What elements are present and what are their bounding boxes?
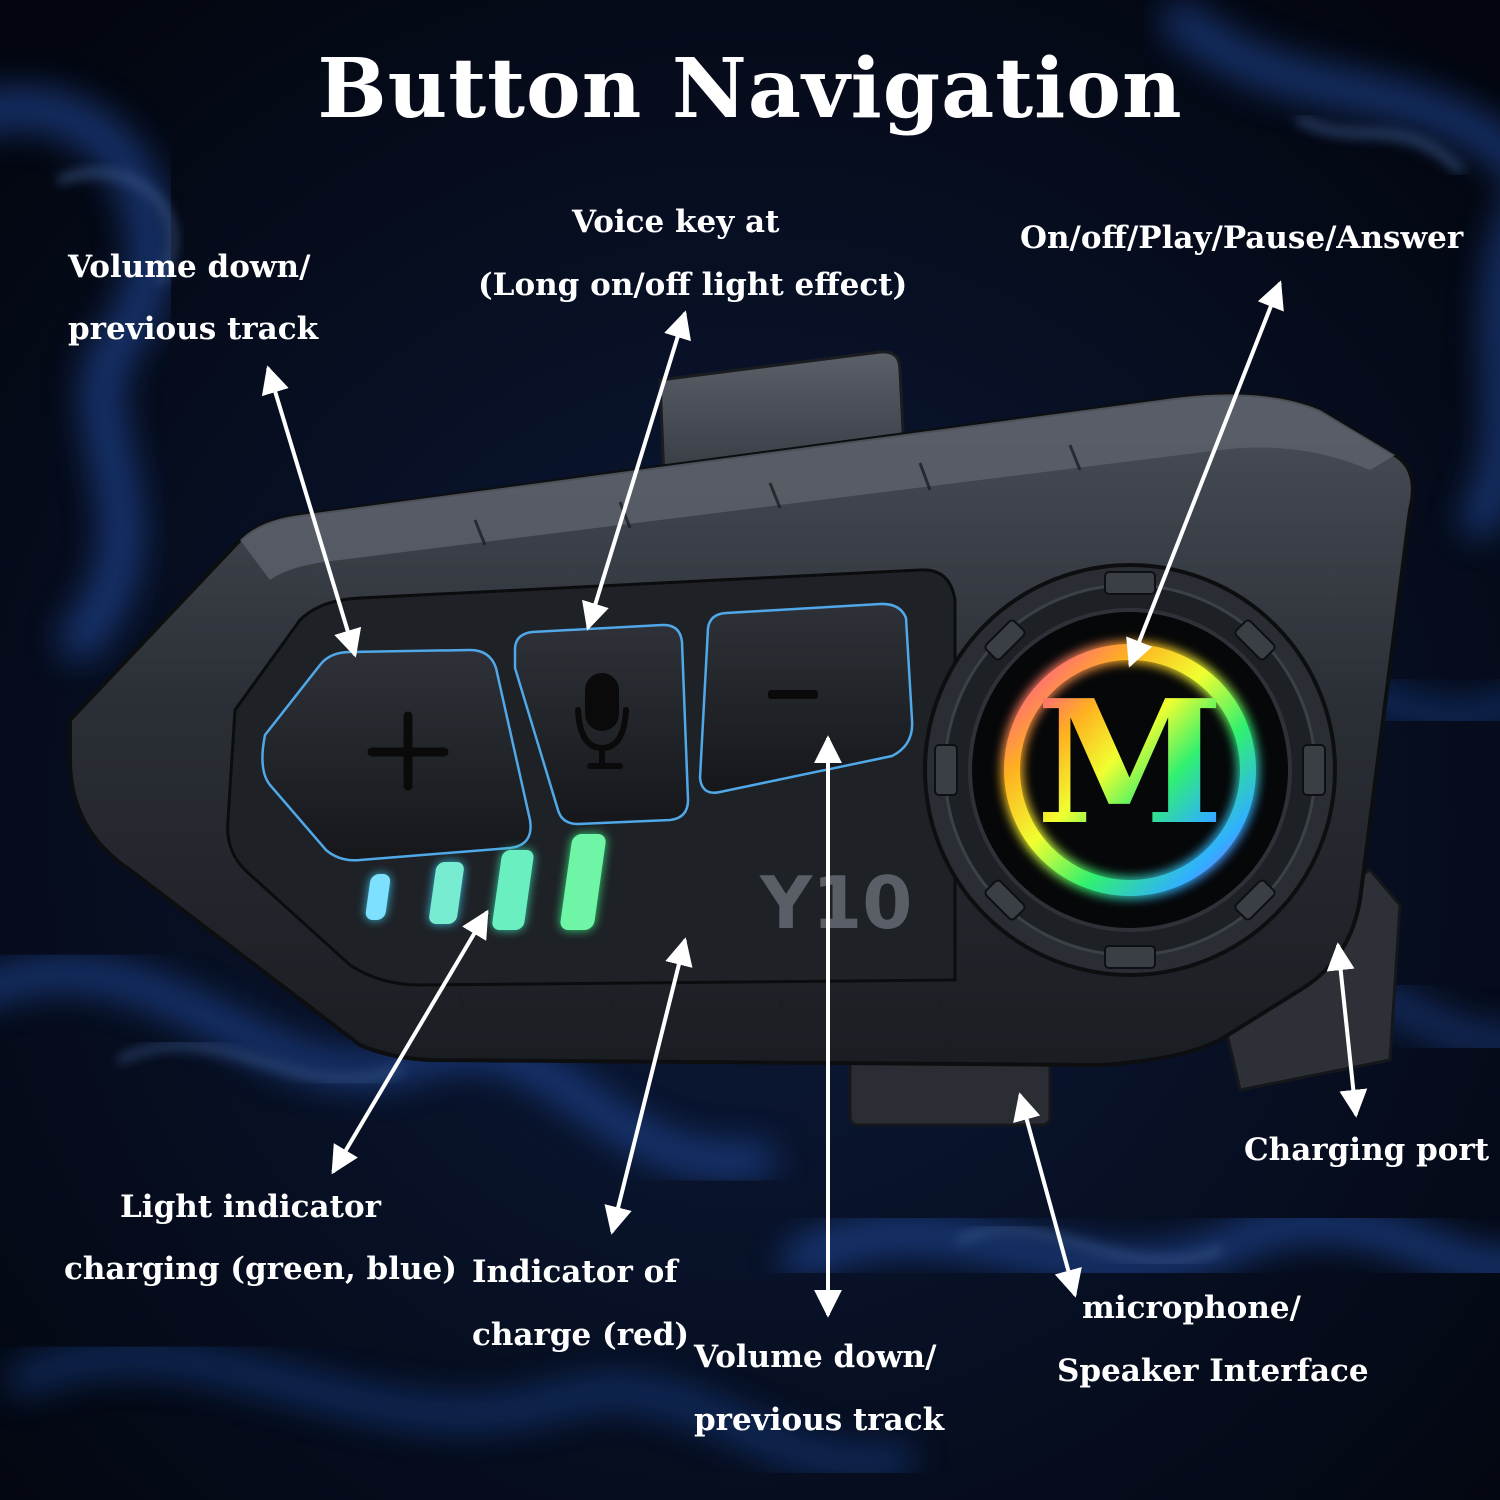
arrow-charge-indicator xyxy=(604,937,693,1235)
power-button[interactable]: M xyxy=(923,563,1337,977)
led-bar-4 xyxy=(560,834,606,930)
arrow-charging-port xyxy=(1326,942,1368,1118)
label-top-left-line1: Volume down/ xyxy=(68,249,311,285)
model-label: Y10 xyxy=(759,861,912,945)
led-indicators xyxy=(365,834,606,930)
label-bottom-volume-line2: previous track xyxy=(694,1402,945,1438)
led-bar-1 xyxy=(365,874,391,920)
label-light-indicator-line1: Light indicator xyxy=(120,1189,381,1225)
volume-up-button[interactable] xyxy=(261,648,532,862)
arrow-volume-up xyxy=(261,365,362,658)
arrow-mic-interface xyxy=(1013,1092,1082,1298)
label-charging-port: Charging port xyxy=(1244,1132,1490,1168)
label-charge-indicator-line1: Indicator of xyxy=(472,1254,678,1290)
label-power: On/off/Play/Pause/Answer xyxy=(1020,220,1464,256)
logo-icon: M xyxy=(1036,663,1224,863)
label-bottom-volume-line1: Volume down/ xyxy=(694,1339,937,1375)
callout-arrows xyxy=(261,280,1368,1318)
label-charge-indicator-line2: charge (red) xyxy=(472,1317,690,1353)
voice-key-button[interactable] xyxy=(513,623,690,826)
intercom-device: Y10 M xyxy=(68,350,1415,1127)
volume-down-button[interactable] xyxy=(698,602,914,794)
minus-icon xyxy=(768,690,818,699)
page-title: Button Navigation xyxy=(317,41,1183,137)
led-bar-3 xyxy=(492,850,534,930)
arrow-power xyxy=(1126,280,1284,668)
label-voice-key-line1: Voice key at xyxy=(572,204,780,240)
label-mic-interface-line1: microphone/ xyxy=(1082,1290,1301,1326)
label-voice-key-line2: (Long on/off light effect) xyxy=(478,267,908,303)
label-top-left-line2: previous track xyxy=(68,311,319,347)
led-bar-2 xyxy=(429,862,464,924)
arrow-voice-key xyxy=(582,310,691,631)
arrow-light-indicator xyxy=(331,909,489,1175)
label-mic-interface-line2: Speaker Interface xyxy=(1057,1353,1369,1389)
plus-icon xyxy=(367,711,449,791)
label-light-indicator-line2: charging (green, blue) xyxy=(64,1251,457,1287)
microphone-icon xyxy=(575,673,629,769)
